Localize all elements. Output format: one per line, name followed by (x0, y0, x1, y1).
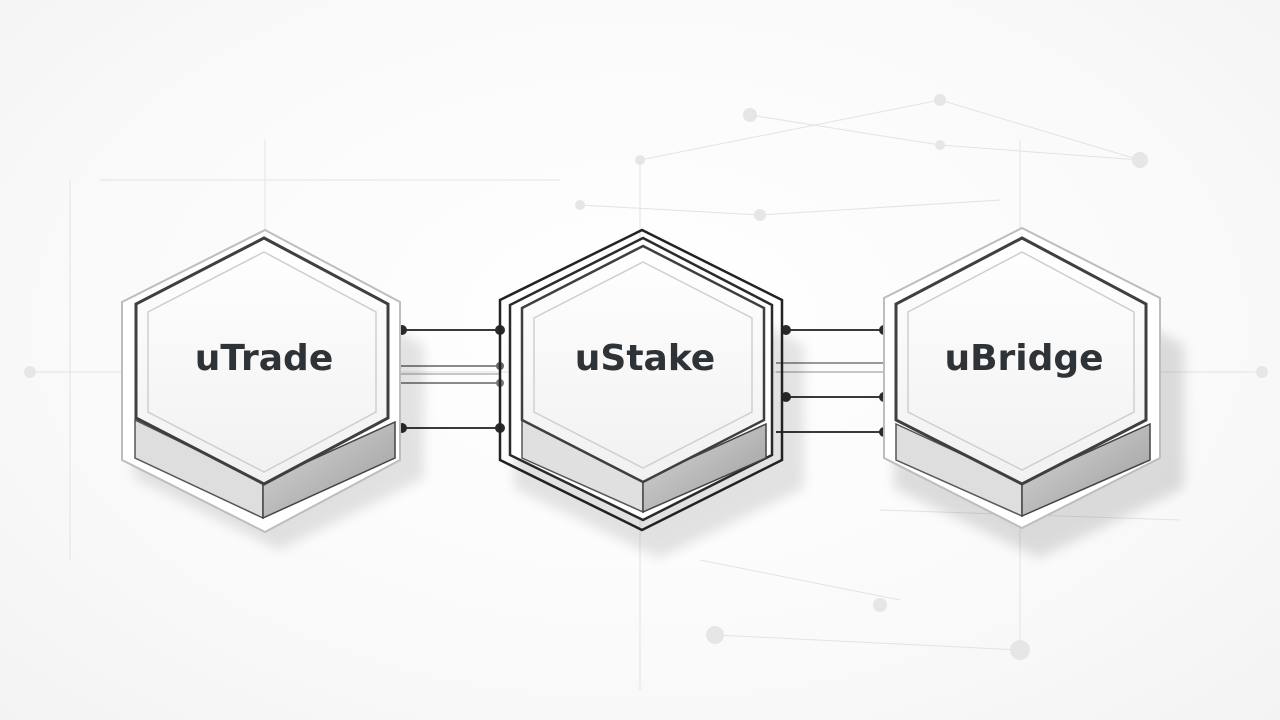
node-label-utrade: uTrade (195, 338, 333, 379)
node-label-ustake: uStake (575, 338, 715, 379)
connector-dot (781, 325, 791, 335)
node-label-ubridge: uBridge (944, 338, 1103, 379)
node-utrade[interactable]: uTrade (121, 228, 424, 550)
node-ustake[interactable]: uStake (498, 228, 804, 558)
background-nodes (24, 94, 1268, 660)
node-ubridge[interactable]: uBridge (883, 226, 1184, 558)
